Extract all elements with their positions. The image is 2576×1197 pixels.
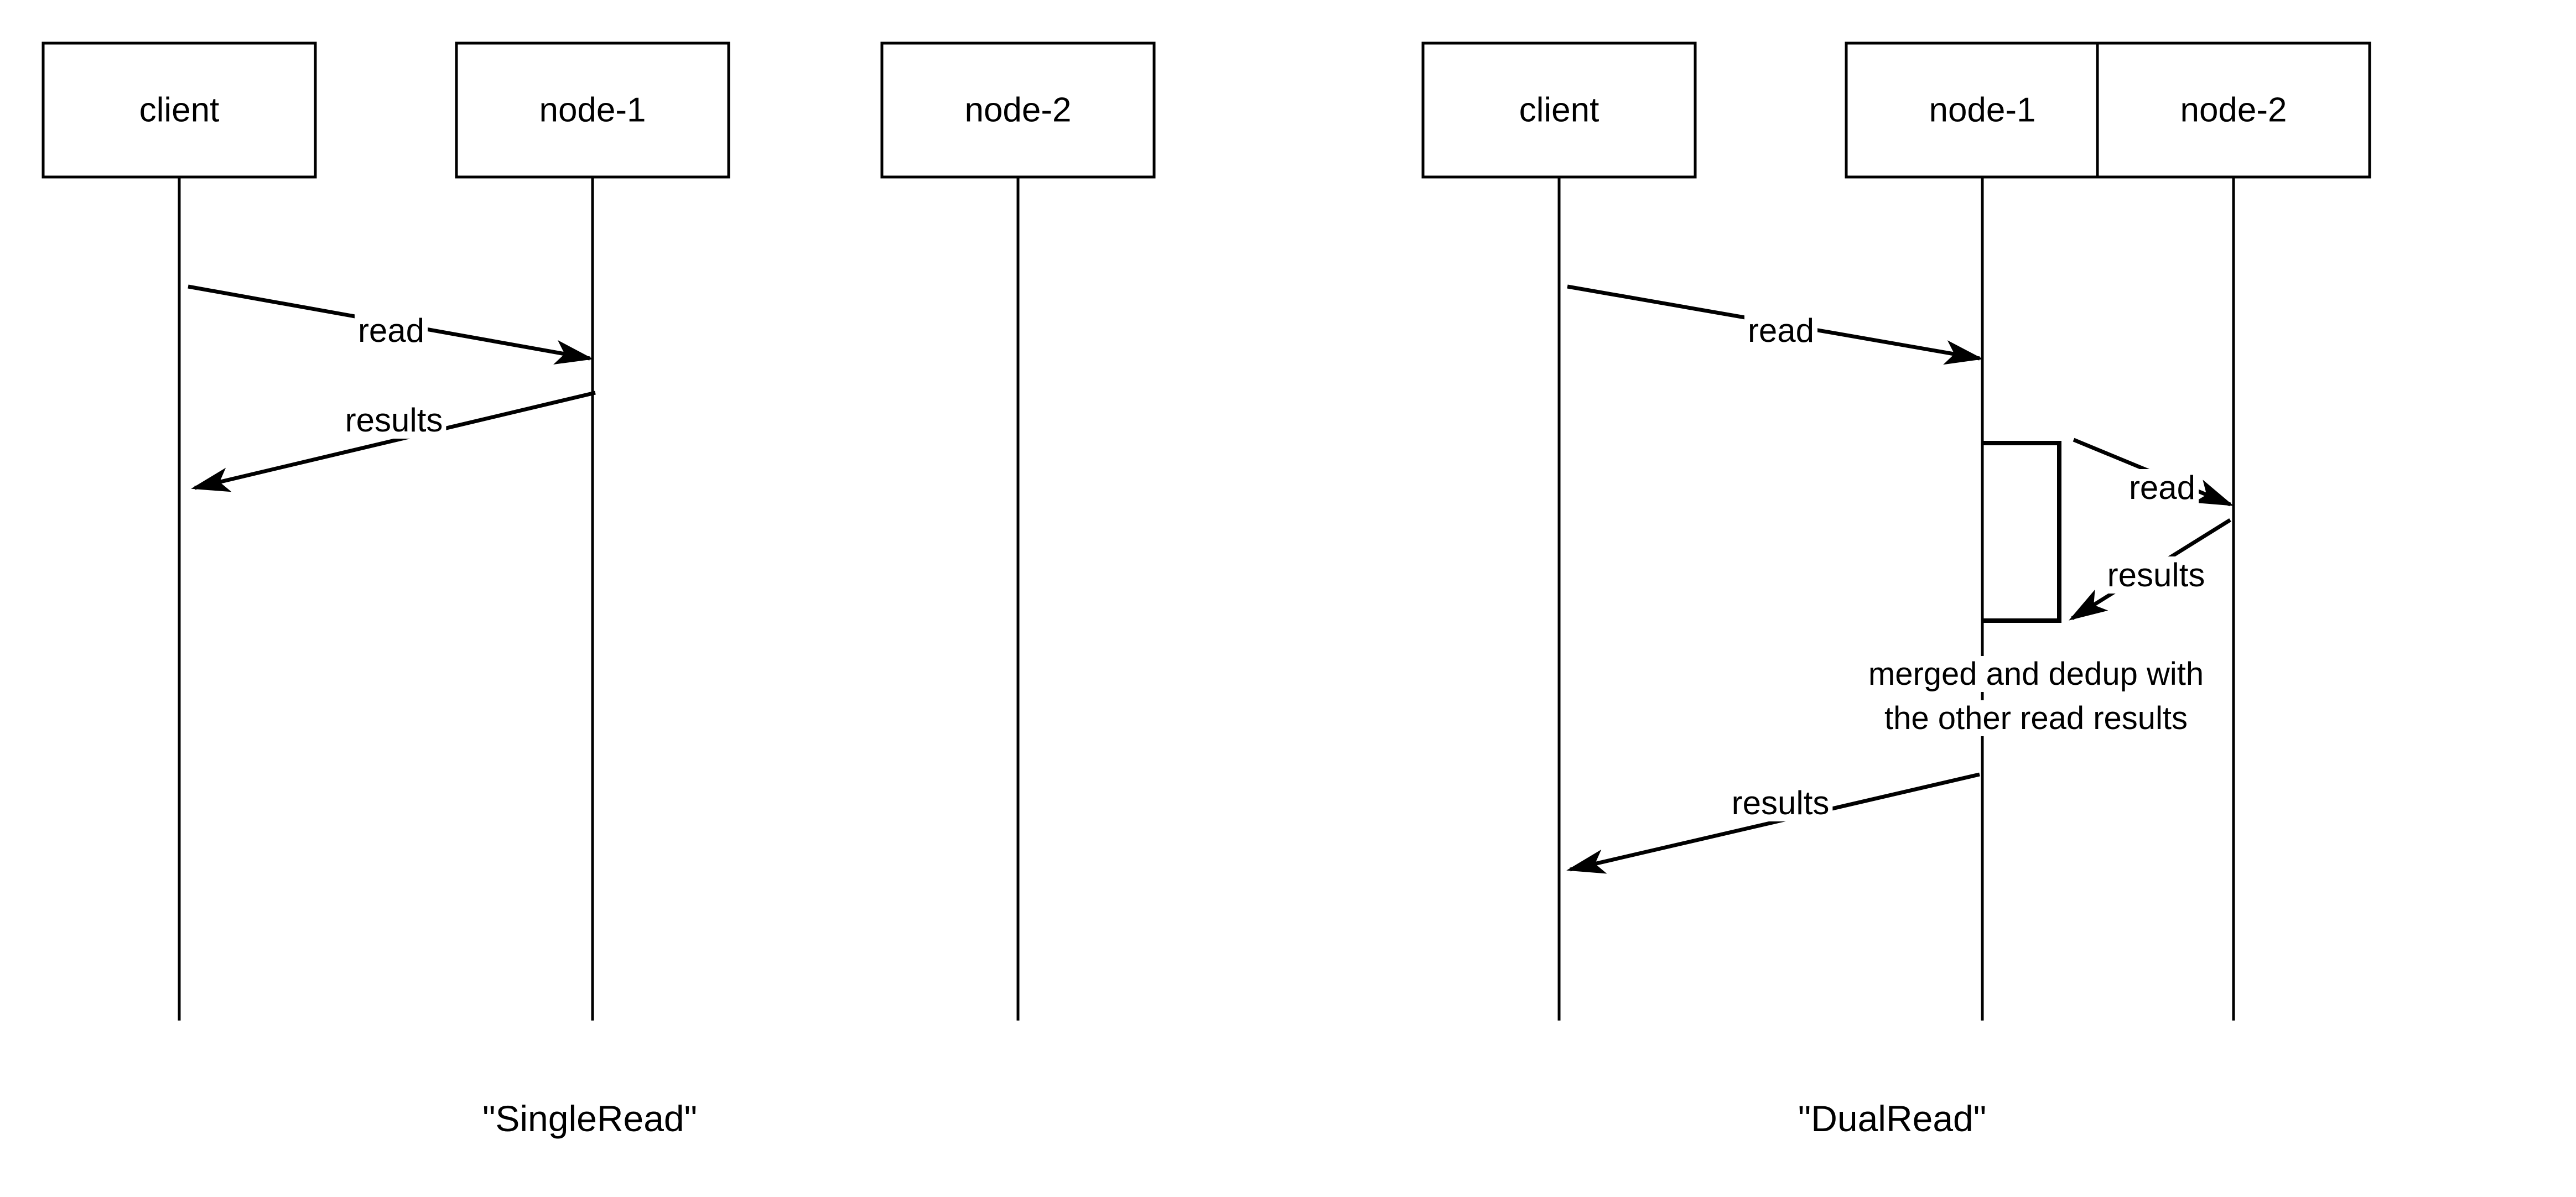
activation-bracket-node-1 bbox=[1982, 441, 2061, 623]
participant-label-client-dual: client bbox=[1519, 91, 1599, 129]
label-backdrop bbox=[2125, 469, 2199, 506]
label-backdrop bbox=[536, 91, 650, 129]
note-merged-dedup: merged and dedup with the other read res… bbox=[1865, 656, 2208, 736]
label-backdrop bbox=[2177, 91, 2291, 129]
message-read-client-to-node-1[interactable]: read bbox=[188, 284, 594, 365]
participant-node-2-dual[interactable]: node-2 bbox=[2096, 41, 2371, 1021]
message-label-read-dual-1: read bbox=[1748, 312, 1814, 349]
panel-dual-read: client node-1 node-2 read bbox=[1421, 41, 2371, 1139]
label-backdrop bbox=[136, 91, 223, 129]
label-backdrop bbox=[479, 1098, 701, 1139]
participant-label-node-1: node-1 bbox=[539, 91, 646, 129]
message-arrow-results-1 bbox=[191, 391, 596, 492]
panel-caption-dual-read: "DualRead" bbox=[1798, 1098, 1986, 1139]
participant-label-node-2-dual: node-2 bbox=[2180, 91, 2287, 129]
note-line-2: the other read results bbox=[1884, 700, 2188, 736]
label-backdrop bbox=[2104, 556, 2209, 594]
participant-node-1-dual[interactable]: node-1 bbox=[1845, 41, 2120, 1021]
message-arrow-results-dual-2 bbox=[1566, 772, 1980, 874]
message-label-read-dual-2: read bbox=[2129, 469, 2195, 506]
panel-caption-single-read: "SingleRead" bbox=[482, 1098, 697, 1139]
participant-node-1[interactable]: node-1 bbox=[455, 41, 730, 1021]
participant-node-2[interactable]: node-2 bbox=[880, 41, 1156, 1021]
message-results-node-1-to-client-dual[interactable]: results bbox=[1566, 772, 1980, 874]
participant-label-node-1-dual: node-1 bbox=[1929, 91, 2035, 129]
message-read-client-to-node-1-dual[interactable]: read bbox=[1567, 284, 1983, 365]
panel-single-read: client node-1 node-2 read bbox=[41, 41, 1156, 1139]
label-backdrop bbox=[1515, 91, 1603, 129]
label-backdrop bbox=[1794, 1098, 1990, 1139]
label-backdrop bbox=[961, 91, 1075, 129]
label-backdrop bbox=[354, 312, 428, 349]
message-label-results-dual-2: results bbox=[1732, 784, 1830, 821]
label-backdrop bbox=[1865, 656, 2208, 692]
participant-label-client: client bbox=[139, 91, 220, 129]
message-label-results-1: results bbox=[345, 402, 443, 439]
label-backdrop bbox=[341, 402, 446, 439]
message-label-read-1: read bbox=[358, 312, 424, 349]
message-read-node-1-to-node-2[interactable]: read bbox=[2073, 438, 2234, 507]
message-results-node-2-to-node-1[interactable]: results bbox=[2069, 518, 2231, 621]
message-results-node-1-to-client[interactable]: results bbox=[191, 391, 596, 492]
note-line-1: merged and dedup with bbox=[1868, 656, 2204, 692]
message-label-results-dual-1: results bbox=[2107, 556, 2205, 594]
participant-client[interactable]: client bbox=[41, 41, 317, 1021]
label-backdrop bbox=[1881, 700, 2191, 736]
label-backdrop bbox=[1925, 91, 2039, 129]
participant-label-node-2: node-2 bbox=[964, 91, 1071, 129]
label-backdrop bbox=[1744, 312, 1818, 349]
participant-client-dual[interactable]: client bbox=[1421, 41, 1697, 1021]
label-backdrop bbox=[1728, 784, 1833, 821]
